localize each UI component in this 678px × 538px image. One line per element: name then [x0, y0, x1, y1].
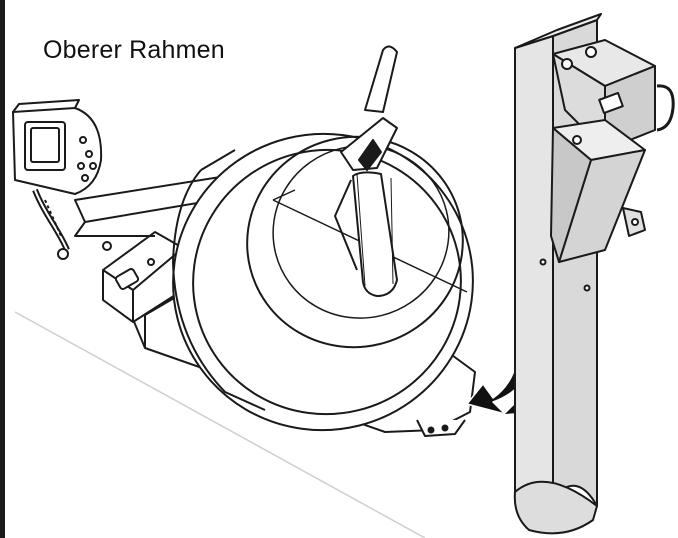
floor-line: [14, 311, 426, 538]
upper-frame-rail: [513, 13, 675, 535]
monitor-arm: [32, 188, 70, 260]
monitor-console: [12, 99, 103, 195]
front-bracket: [102, 231, 184, 323]
caption-label: Oberer Rahmen: [43, 36, 225, 64]
rower-front-unit: [12, 45, 476, 437]
rowing-handle: [334, 45, 398, 297]
assembly-illustration: [12, 13, 675, 538]
